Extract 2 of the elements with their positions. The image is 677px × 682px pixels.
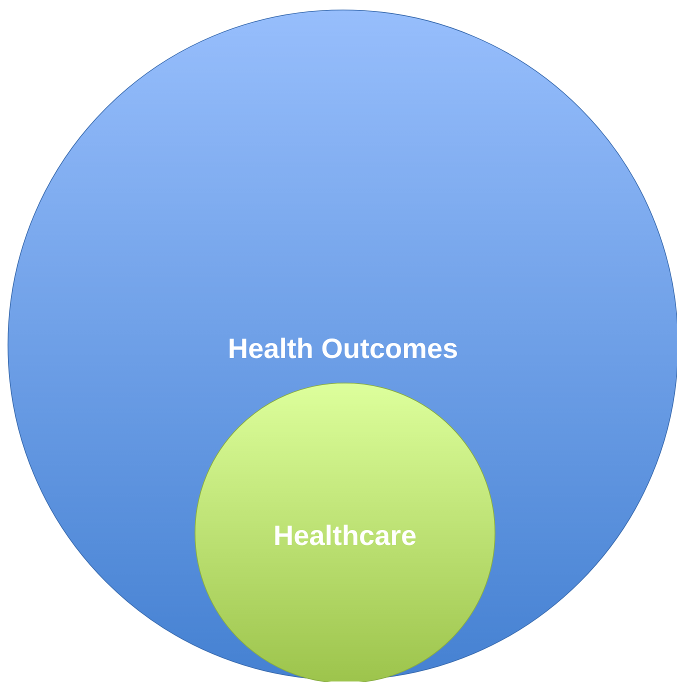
circle-label: Healthcare <box>275 524 416 546</box>
circle-label: Health Outcomes <box>230 338 457 358</box>
